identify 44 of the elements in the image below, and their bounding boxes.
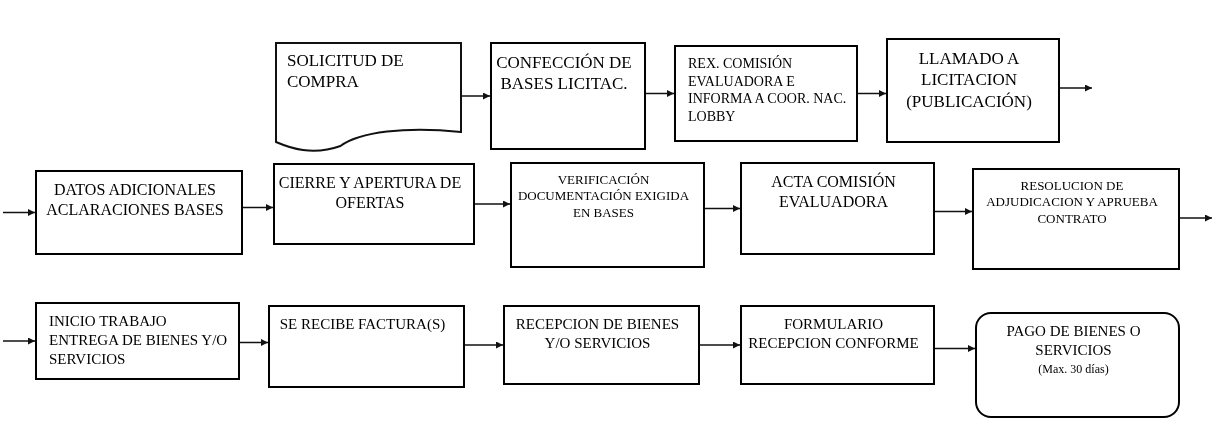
step-text: LLAMADO A LICITACION (PUBLICACIÓN) xyxy=(905,48,1033,112)
step-text: VERIFICACIÓN DOCUMENTACIÓN EXIGIDA EN BASES xyxy=(516,172,691,221)
step-text: PAGO DE BIENES O SERVICIOS xyxy=(1005,322,1142,360)
process-box xyxy=(510,162,705,268)
arrow xyxy=(857,90,887,97)
process-box xyxy=(674,45,858,142)
note-text: (Max. 30 días) xyxy=(1038,361,1109,377)
step-text: RESOLUCION DE ADJUDICACION Y APRUEBA CONTRATO xyxy=(985,178,1159,227)
step-text: DATOS ADICIONALES ACLARACIONES BASES xyxy=(45,180,225,220)
step-text: CONFECCIÓN DE BASES LICITAC. xyxy=(495,52,633,95)
arrow xyxy=(239,339,269,346)
process-box xyxy=(972,168,1180,270)
arrow xyxy=(699,341,741,349)
process-box xyxy=(490,42,646,150)
step-text: SOLICITUD DE COMPRA xyxy=(287,50,405,93)
arrow xyxy=(2,337,36,345)
arrow xyxy=(645,90,675,97)
process-box xyxy=(740,305,935,385)
process-box xyxy=(740,162,935,255)
arrow xyxy=(934,345,976,352)
arrow xyxy=(461,92,491,100)
terminal-box xyxy=(975,312,1180,418)
step-text: ACTA COMISIÓN EVALUADORA xyxy=(770,172,897,212)
process-box xyxy=(35,170,243,255)
step-text: RECEPCION DE BIENES Y/O SERVICIOS xyxy=(514,315,681,353)
step-text: SE RECIBE FACTURA(S) xyxy=(279,315,446,334)
step-text: REX. COMISIÓN EVALUADORA E INFORMA A COOR. NAC. LOBBY xyxy=(688,55,848,125)
step-text: INICIO TRABAJO ENTREGA DE BIENES Y/O SERVICIOS xyxy=(49,312,229,369)
process-box xyxy=(35,302,240,380)
arrow xyxy=(1059,84,1093,92)
arrow xyxy=(242,204,274,211)
process-box xyxy=(886,38,1060,143)
arrow xyxy=(704,205,741,212)
step-text: FORMULARIO RECEPCION CONFORME xyxy=(747,315,920,353)
arrow xyxy=(1179,214,1213,222)
process-box xyxy=(273,163,475,245)
arrow xyxy=(2,209,36,216)
arrow xyxy=(474,200,511,208)
process-box xyxy=(268,305,465,388)
arrow xyxy=(464,341,504,349)
document-shape xyxy=(275,42,462,154)
arrow xyxy=(934,208,973,215)
step-text: CIERRE Y APERTURA DE OFERTAS xyxy=(277,173,463,213)
process-box xyxy=(503,305,700,385)
